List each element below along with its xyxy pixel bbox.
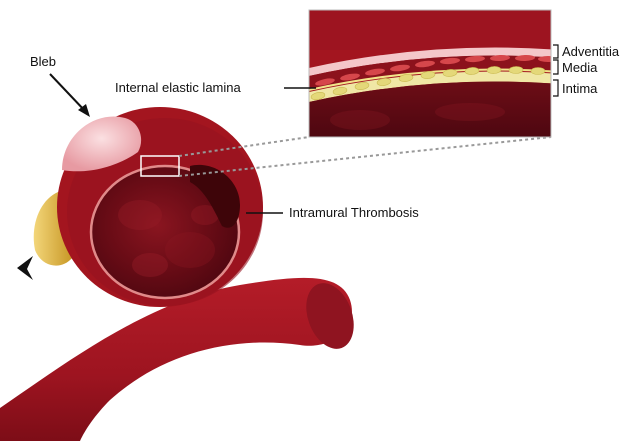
label-bleb: Bleb — [30, 54, 56, 69]
media-bracket — [553, 60, 558, 74]
label-intima: Intima — [562, 81, 598, 96]
layer-brackets — [553, 45, 558, 96]
label-adventitia: Adventitia — [562, 44, 620, 59]
aneurysm-sac — [57, 107, 263, 307]
inset-panel — [300, 10, 560, 140]
bleb-arrow-shaft — [50, 74, 86, 112]
intima-bracket — [553, 80, 558, 96]
label-media: Media — [562, 60, 598, 75]
adventitia-bracket — [553, 45, 558, 58]
label-internal-elastic-lamina: Internal elastic lamina — [115, 80, 241, 95]
plaque-arrowhead-icon — [17, 256, 33, 280]
label-intramural-thrombosis: Intramural Thrombosis — [289, 205, 419, 220]
